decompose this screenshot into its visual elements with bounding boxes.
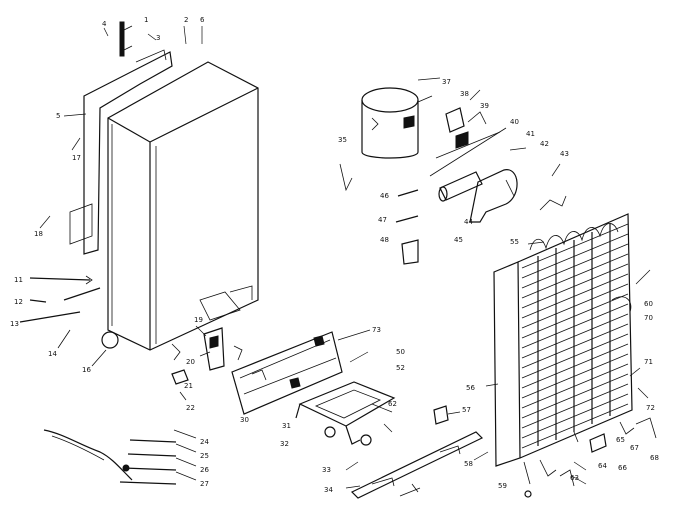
label-45: 45 [454, 236, 463, 244]
middle-small-parts [171, 327, 243, 401]
label-18: 18 [34, 230, 43, 238]
label-48: 48 [380, 236, 389, 244]
label-73: 73 [372, 326, 381, 334]
label-43: 43 [560, 150, 569, 158]
label-44: 44 [464, 218, 473, 226]
small-clips [339, 163, 567, 265]
label-60: 60 [644, 300, 653, 308]
label-47: 47 [378, 216, 387, 224]
label-25: 25 [200, 452, 209, 460]
label-52: 52 [396, 364, 405, 372]
label-35: 35 [338, 136, 347, 144]
label-63: 63 [570, 474, 579, 482]
label-4: 4 [102, 20, 107, 28]
label-22: 22 [186, 404, 195, 412]
label-68: 68 [650, 454, 659, 462]
label-19: 19 [194, 316, 203, 324]
label-38: 38 [460, 90, 469, 98]
label-30: 30 [240, 416, 249, 424]
coil-fittings [433, 405, 657, 498]
label-71: 71 [644, 358, 653, 366]
drier-assembly [438, 169, 518, 223]
condenser-coil [493, 213, 633, 467]
label-39: 39 [480, 102, 489, 110]
label-46: 46 [380, 192, 389, 200]
label-58: 58 [464, 460, 473, 468]
label-12: 12 [14, 298, 23, 306]
label-37: 37 [442, 78, 451, 86]
label-5: 5 [56, 112, 60, 120]
label-65: 65 [616, 436, 625, 444]
back-plate [231, 331, 343, 415]
power-cords [43, 429, 177, 485]
label-55: 55 [510, 238, 519, 246]
label-17: 17 [72, 154, 81, 162]
leader-lines [39, 89, 651, 489]
label-42: 42 [540, 140, 549, 148]
label-16: 16 [82, 366, 91, 374]
label-2: 2 [184, 16, 188, 24]
part-labels: 1 2 3 4 5 6 11 12 13 14 16 17 18 19 20 2… [10, 16, 659, 494]
label-20: 20 [186, 358, 195, 366]
label-64: 64 [598, 462, 607, 470]
label-57: 57 [462, 406, 471, 414]
label-26: 26 [200, 466, 209, 474]
label-41: 41 [526, 130, 535, 138]
label-1: 1 [144, 16, 148, 24]
label-62: 62 [388, 400, 397, 408]
label-27: 27 [200, 480, 209, 488]
label-6: 6 [200, 16, 205, 24]
label-70: 70 [644, 314, 653, 322]
label-32: 32 [280, 440, 289, 448]
label-34: 34 [324, 486, 333, 494]
label-21: 21 [184, 382, 193, 390]
label-40: 40 [510, 118, 519, 126]
compressor [361, 77, 441, 159]
relay-overload [429, 107, 507, 177]
compressor-mount [295, 381, 396, 446]
label-59: 59 [498, 482, 507, 490]
label-66: 66 [618, 464, 627, 472]
label-72: 72 [646, 404, 655, 412]
label-24: 24 [200, 438, 209, 446]
left-rods [19, 275, 119, 367]
label-33: 33 [322, 466, 331, 474]
label-31: 31 [282, 422, 291, 430]
label-14: 14 [48, 350, 57, 358]
label-11: 11 [14, 276, 23, 284]
label-56: 56 [466, 384, 475, 392]
top-clips [103, 21, 203, 57]
back-panel [69, 49, 173, 255]
label-50: 50 [396, 348, 405, 356]
cabinet-liner [107, 61, 259, 351]
base-rail [350, 431, 484, 499]
label-13: 13 [10, 320, 19, 328]
label-67: 67 [630, 444, 639, 452]
label-3: 3 [156, 34, 160, 42]
